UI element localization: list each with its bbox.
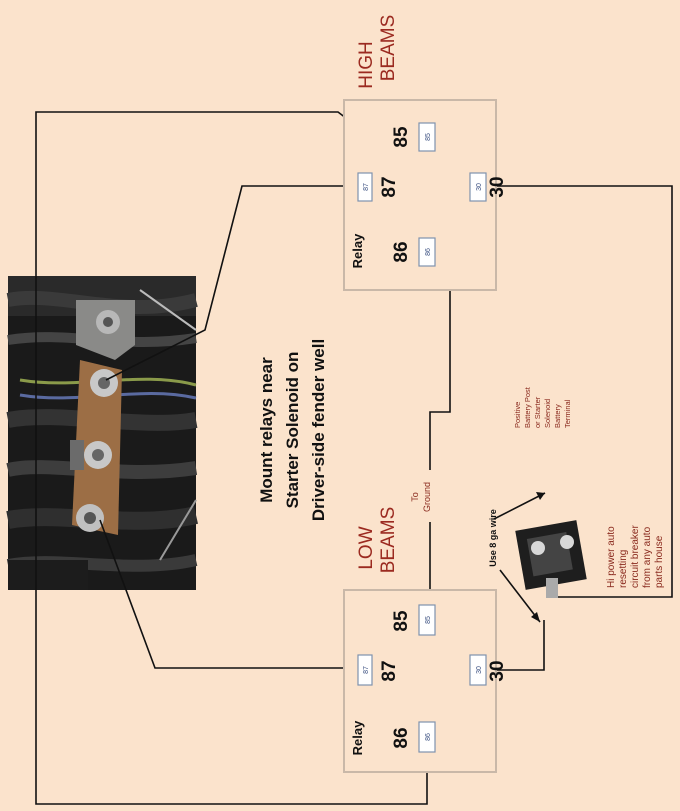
battery-note-line5: Battery	[553, 404, 562, 428]
ground-note-line1: To	[410, 492, 420, 502]
battery-note-line2: Battery Post	[523, 386, 532, 428]
breaker-note-line5: parts house	[654, 535, 665, 588]
high-pin-30-tag	[469, 172, 487, 202]
high-pin-30-tag-text: 30	[476, 183, 483, 191]
high-pin-30-number: 30	[487, 176, 508, 197]
high-pin-87-tag-text: 87	[363, 183, 370, 191]
battery-note-line4: Solenoid	[543, 399, 552, 428]
high-pin-87-tag	[357, 172, 373, 202]
circuit-breaker-icon	[515, 520, 587, 598]
low-pin-30-number: 30	[487, 660, 508, 681]
breaker-note-line3: circuit breaker	[630, 525, 641, 588]
high-pin-86-tag	[418, 237, 436, 267]
breaker-note-line4: from any auto	[642, 526, 653, 588]
battery-note-line1: Positive	[513, 402, 522, 428]
low-pin-30-tag	[469, 654, 487, 686]
battery-note-line6: Terminal	[563, 399, 572, 428]
mount-note-line1: Mount relays near	[257, 357, 276, 503]
high-pin-85-tag	[418, 122, 436, 152]
low-beams-relay	[343, 589, 497, 773]
high-title-line1: HIGH	[356, 41, 377, 89]
breaker-note-line1: Hi power auto	[606, 526, 617, 588]
low-pin-86-tag	[418, 721, 436, 753]
low-pin-30-tag-text: 30	[476, 666, 483, 674]
high-beams-relay	[343, 99, 497, 291]
wire-gauge-note: Use 8 ga wire	[488, 509, 498, 567]
low-pin-85-tag-text: 85	[425, 616, 432, 624]
high-pin-85-tag-text: 85	[425, 133, 432, 141]
low-pin-87-tag-text: 87	[363, 666, 370, 674]
battery-note-line3: or Starter	[533, 396, 542, 428]
high-pin-85-number: 85	[391, 126, 412, 148]
low-pin-87-tag	[357, 654, 373, 686]
mount-note-line2: Starter Solenoid on	[283, 352, 302, 509]
high-relay-label: Relay	[350, 233, 365, 268]
low-pin-86-number: 86	[391, 727, 412, 748]
high-pin-86-tag-text: 86	[425, 248, 432, 256]
high-title-line2: BEAMS	[378, 15, 399, 82]
low-pin-85-number: 85	[391, 610, 412, 632]
breaker-note-line2: resetting	[618, 550, 629, 588]
low-pin-87-number: 87	[379, 660, 400, 681]
low-title-line1: LOW	[356, 526, 377, 569]
ground-note-line2: Ground	[422, 482, 432, 512]
low-relay-label: Relay	[350, 720, 365, 755]
low-title-line2: BEAMS	[378, 507, 399, 574]
low-pin-86-tag-text: 86	[425, 733, 432, 741]
low-pin-85-tag	[418, 604, 436, 636]
mount-note-line3: Driver-side fender well	[309, 339, 328, 521]
solenoid-photo	[6, 276, 198, 590]
high-pin-86-number: 86	[391, 241, 412, 262]
high-pin-87-number: 87	[379, 176, 400, 197]
